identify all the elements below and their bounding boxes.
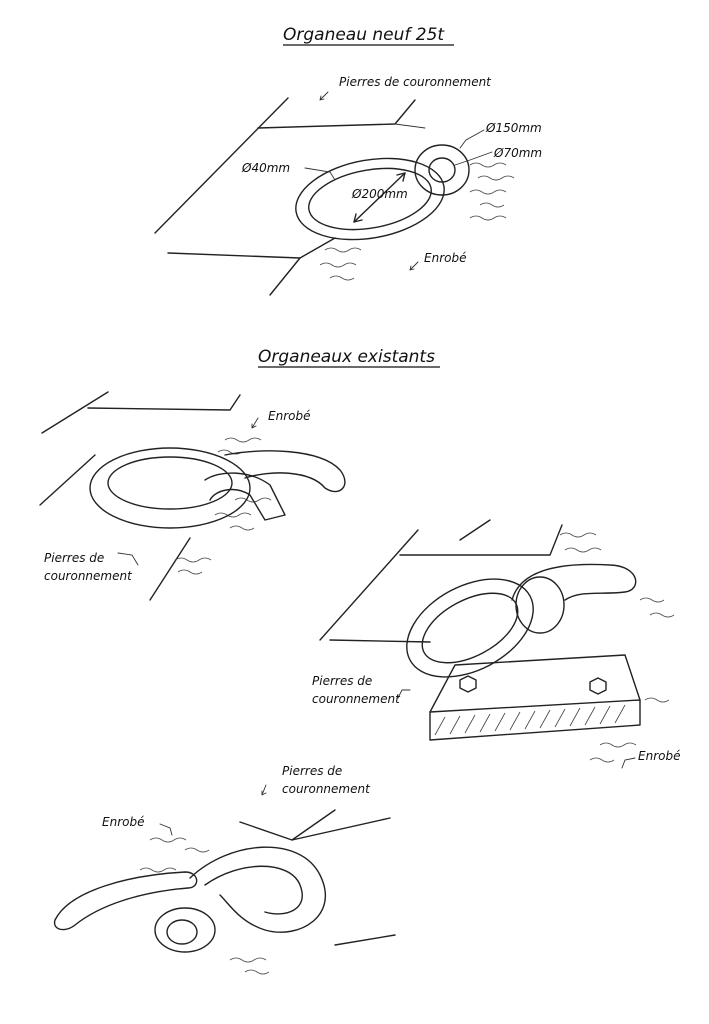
label-pierres-2a: Pierres de [312,674,372,688]
stone-edge [329,639,431,643]
stone-edge [394,123,426,129]
dim-arrowheads [353,172,406,223]
anchor-eye-inner [428,157,456,183]
stone-edge [299,237,336,259]
hinge-bracket [204,472,286,521]
label-pierres-2b: couronnement [312,692,401,706]
stone-edge [319,529,419,641]
lever-arm [224,450,346,493]
sketch-existing-3 [53,784,396,975]
ring-outer [295,157,445,241]
title-existing-rings: Organeaux existants [258,347,435,367]
asphalt-texture [559,532,675,763]
stone-edge [87,394,241,411]
label-pierres-3b: couronnement [282,782,371,796]
lever-arm [511,563,637,601]
leader-enrobe [621,757,636,769]
label-pierres-1b: couronnement [44,569,133,583]
leader-pierres [319,91,329,101]
label-enrobe-top: Enrobé [424,251,466,265]
leader-pierres [397,689,411,699]
ring-outer [406,578,534,678]
label-enrobe-1: Enrobé [268,409,310,423]
label-pierres-1a: Pierres de [44,551,104,565]
stone-edge [239,809,336,841]
leader-pierres [117,552,139,566]
dim-arrow-200 [353,172,406,223]
asphalt-texture [319,247,362,281]
stone-edge [149,537,191,601]
label-d200: Ø200mm [351,187,408,201]
asphalt-texture [174,437,272,575]
asphalt-texture [469,162,515,221]
lever-arm [53,871,198,931]
sketch-existing-1 [39,391,346,601]
label-d40: Ø40mm [241,161,290,175]
stone-edge [154,97,289,234]
anchor-eye-outer [414,144,470,196]
plate-hatching [434,704,626,736]
leader-70 [454,151,493,166]
leader-150 [459,129,485,149]
stone-edge [459,519,491,541]
ring-outer [89,447,251,529]
label-pierres-top: Pierres de couronnement [339,75,492,89]
shackle-bow [189,846,326,933]
shackle-pin-face [166,919,198,945]
shackle-pin-head [154,907,216,953]
title-new-ring: Organeau neuf 25t [283,25,445,45]
shackle-bow-inner [204,865,303,915]
leader-enrobe [251,417,259,429]
asphalt-texture [139,837,270,975]
bolt-right [589,677,607,695]
stone-edge [334,934,396,946]
leader-pierres [261,784,267,796]
label-d150: Ø150mm [485,121,542,135]
stone-edge [39,454,96,506]
bolt-left [459,675,477,693]
stone-edge [167,252,301,296]
label-enrobe-3: Enrobé [102,815,144,829]
leader-enrobe [159,823,173,836]
ring-inner [421,592,519,664]
sketch-existing-2 [319,519,675,769]
label-pierres-3a: Pierres de [282,764,342,778]
ring-inner [107,456,233,510]
anchor-eye [515,576,565,634]
ring-inner [308,167,432,231]
label-d70: Ø70mm [493,146,542,160]
label-enrobe-2: Enrobé [638,749,680,763]
leader-enrobe [409,261,419,271]
leader-40 [304,167,336,181]
stone-edge [399,524,563,556]
stone-edge [41,391,109,434]
base-plate-front [429,699,641,741]
sketch-new-ring [154,91,515,296]
base-plate-top [429,654,641,713]
stone-edge [291,817,391,841]
